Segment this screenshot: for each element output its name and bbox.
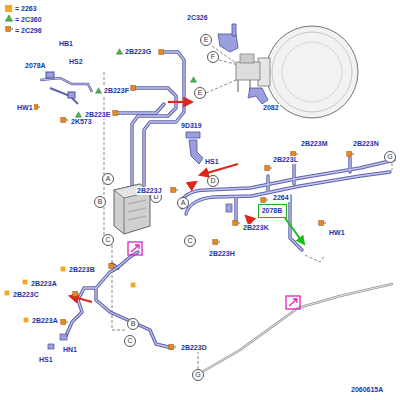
callout-number: HS1 [38,356,54,364]
node-text: B [98,198,103,206]
legend-text: = 2C296 [15,27,42,34]
view-letter-circle: C [184,235,196,247]
view-letter-circle: G [384,151,396,163]
view-letter-circle: C [124,335,136,347]
callout-number: 2B223D [180,344,208,352]
callout-number: 2B223H [208,250,236,258]
callout-number: HN1 [62,346,78,354]
node-text: E [198,89,203,97]
callout-box: 2078B [258,204,287,218]
view-letter-circle: E [200,34,212,46]
brackets [186,24,268,164]
view-letter-circle: E [194,87,206,99]
legend-slot [5,16,12,23]
node-text: C [127,337,132,345]
callout-number: 2K573 [70,118,93,126]
callout-number: HW1 [16,104,34,112]
callout-number: 2C326 [186,14,209,22]
red-arrows [70,102,252,302]
callout-number: 2B223E [84,111,111,119]
legend-row: = 2263 [5,3,37,13]
callout-number: 2B223F [103,87,130,95]
callout-number: 2B223B [68,266,96,274]
node-text: A [106,175,111,183]
callout-number: 2B223A [30,280,58,288]
callout-number: 2B223A [31,317,59,325]
view-letter-circle: G [192,369,204,381]
node-text: C [105,236,110,244]
legend-swatch [5,5,12,12]
clips [48,204,232,349]
brake-booster [236,26,358,118]
view-icon [128,242,300,309]
node-text: E [204,36,209,44]
callout-number: HS2 [68,58,84,66]
callout-number: HS1 [204,158,220,166]
view-letter-circle: A [102,173,114,185]
node-text: 2078B [262,207,283,215]
legend-text: = 2C360 [15,16,42,23]
callout-number: 2B223J [136,187,163,195]
callout-number: 2060615A [350,386,384,394]
view-letter-circle: C [102,234,114,246]
view-letter-circle: F [207,51,219,63]
callout-number: 2264 [272,194,290,202]
node-text: G [195,371,200,379]
callout-number: 9D319 [180,122,203,130]
legend-row: = 2C360 [5,14,42,24]
node-text: C [187,237,192,245]
legend-bolt [6,27,13,32]
view-letter-circle: D [207,175,219,187]
callout-number: HW1 [328,229,346,237]
callout-number: 2B223K [242,224,270,232]
green-arrow [285,218,304,244]
callout-number: 2082 [262,104,280,112]
legend-slot [5,27,12,34]
callout-number: 2B223G [124,48,152,56]
brake-tubes [66,52,394,380]
callout-number: HB1 [58,40,74,48]
callout-number: 2B223C [12,291,40,299]
view-letter-circle: B [94,196,106,208]
legend-text: = 2263 [15,5,37,12]
node-text: D [210,177,215,185]
node-text: G [387,153,392,161]
fittings [5,49,354,350]
callout-number: 2B223L [272,156,299,164]
node-text: A [181,199,186,207]
view-letter-circle: B [127,318,139,330]
view-letter-circle: A [177,197,189,209]
node-text: F [211,53,215,61]
callout-number: 2B223N [352,140,380,148]
legend-row: = 2C296 [5,25,42,35]
legend-triangle [5,15,12,21]
node-text: B [131,320,136,328]
callout-number: 2B223M [300,140,328,148]
callout-number: 2078A [24,62,47,70]
brake-hose-bracket [40,72,92,104]
